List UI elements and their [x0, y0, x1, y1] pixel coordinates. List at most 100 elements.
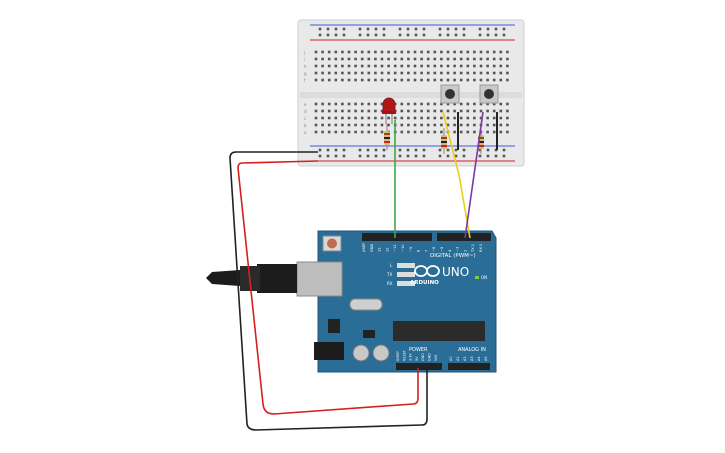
breadboard-hole[interactable] — [453, 116, 456, 120]
breadboard-hole[interactable] — [499, 102, 503, 106]
breadboard-hole[interactable] — [440, 50, 443, 54]
breadboard-hole[interactable] — [479, 71, 483, 75]
breadboard-hole[interactable] — [499, 116, 503, 120]
breadboard-hole[interactable] — [433, 50, 437, 54]
breadboard-hole[interactable] — [479, 102, 483, 106]
breadboard-hole[interactable] — [360, 116, 364, 120]
rail-hole[interactable] — [334, 27, 338, 31]
breadboard-hole[interactable] — [413, 71, 417, 75]
breadboard-hole[interactable] — [374, 102, 377, 106]
breadboard-hole[interactable] — [413, 109, 417, 113]
breadboard-hole[interactable] — [407, 102, 410, 106]
breadboard-hole[interactable] — [314, 50, 318, 54]
purple-wire[interactable] — [464, 111, 484, 239]
breadboard-hole[interactable] — [499, 71, 503, 75]
breadboard-hole[interactable] — [321, 78, 324, 82]
breadboard-hole[interactable] — [473, 57, 476, 61]
breadboard-hole[interactable] — [367, 64, 371, 68]
breadboard-hole[interactable] — [314, 109, 318, 113]
breadboard-hole[interactable] — [341, 109, 344, 113]
breadboard-hole[interactable] — [426, 57, 430, 61]
breadboard-hole[interactable] — [453, 109, 456, 113]
breadboard-hole[interactable] — [466, 57, 470, 61]
rail-hole[interactable] — [398, 33, 402, 37]
breadboard-hole[interactable] — [327, 109, 331, 113]
rail-hole[interactable] — [462, 27, 466, 31]
breadboard-hole[interactable] — [459, 50, 463, 54]
rail-hole[interactable] — [374, 27, 378, 31]
led[interactable] — [382, 97, 396, 124]
rail-hole[interactable] — [398, 27, 402, 31]
rail-hole[interactable] — [334, 33, 338, 37]
rail-hole[interactable] — [398, 148, 402, 152]
breadboard-hole[interactable] — [314, 64, 318, 68]
breadboard-hole[interactable] — [400, 123, 404, 127]
usb-cable[interactable] — [206, 261, 343, 297]
breadboard-hole[interactable] — [486, 123, 489, 127]
breadboard-hole[interactable] — [459, 57, 463, 61]
breadboard-hole[interactable] — [360, 130, 364, 134]
breadboard-hole[interactable] — [413, 116, 417, 120]
breadboard-hole[interactable] — [506, 116, 509, 120]
breadboard-hole[interactable] — [499, 64, 503, 68]
breadboard-hole[interactable] — [459, 64, 463, 68]
breadboard-hole[interactable] — [426, 109, 430, 113]
breadboard-hole[interactable] — [387, 116, 390, 120]
breadboard-hole[interactable] — [374, 50, 377, 54]
breadboard-hole[interactable] — [446, 78, 450, 82]
breadboard-hole[interactable] — [367, 57, 371, 61]
breadboard-hole[interactable] — [407, 130, 410, 134]
breadboard-hole[interactable] — [506, 130, 509, 134]
breadboard-hole[interactable] — [400, 78, 404, 82]
rail-hole[interactable] — [414, 154, 418, 158]
breadboard-hole[interactable] — [367, 78, 371, 82]
breadboard-hole[interactable] — [466, 50, 470, 54]
breadboard-hole[interactable] — [433, 71, 437, 75]
breadboard-hole[interactable] — [314, 78, 318, 82]
rail-hole[interactable] — [494, 27, 498, 31]
breadboard-hole[interactable] — [354, 50, 357, 54]
rail-hole[interactable] — [406, 33, 410, 37]
breadboard-hole[interactable] — [506, 50, 509, 54]
rail-hole[interactable] — [326, 33, 330, 37]
breadboard-hole[interactable] — [321, 71, 324, 75]
breadboard-hole[interactable] — [466, 123, 470, 127]
breadboard-hole[interactable] — [407, 78, 410, 82]
breadboard-hole[interactable] — [327, 102, 331, 106]
breadboard-hole[interactable] — [466, 102, 470, 106]
rail-hole[interactable] — [478, 33, 482, 37]
rail-hole[interactable] — [374, 154, 378, 158]
breadboard-hole[interactable] — [360, 109, 364, 113]
yellow-wire[interactable] — [442, 111, 471, 239]
breadboard-hole[interactable] — [407, 57, 410, 61]
breadboard-hole[interactable] — [486, 50, 489, 54]
rail-hole[interactable] — [382, 154, 386, 158]
breadboard-hole[interactable] — [446, 64, 450, 68]
breadboard-hole[interactable] — [499, 57, 503, 61]
rail-hole[interactable] — [462, 33, 466, 37]
breadboard-hole[interactable] — [327, 71, 331, 75]
breadboard-hole[interactable] — [459, 78, 463, 82]
breadboard-hole[interactable] — [446, 50, 450, 54]
breadboard-hole[interactable] — [413, 130, 417, 134]
dc-jack[interactable] — [314, 342, 344, 360]
breadboard-hole[interactable] — [354, 102, 357, 106]
breadboard-hole[interactable] — [314, 71, 318, 75]
breadboard-hole[interactable] — [453, 123, 456, 127]
breadboard-hole[interactable] — [407, 109, 410, 113]
breadboard-hole[interactable] — [459, 123, 463, 127]
rail-hole[interactable] — [406, 148, 410, 152]
breadboard-hole[interactable] — [433, 109, 437, 113]
rail-hole[interactable] — [326, 27, 330, 31]
breadboard-hole[interactable] — [420, 50, 423, 54]
breadboard-hole[interactable] — [374, 123, 377, 127]
breadboard-hole[interactable] — [354, 116, 357, 120]
rail-hole[interactable] — [486, 27, 490, 31]
rail-hole[interactable] — [398, 154, 402, 158]
breadboard-hole[interactable] — [473, 102, 476, 106]
breadboard-hole[interactable] — [473, 130, 476, 134]
black-wire[interactable] — [229, 151, 428, 431]
breadboard-hole[interactable] — [499, 78, 503, 82]
breadboard-hole[interactable] — [360, 102, 364, 106]
breadboard-hole[interactable] — [433, 130, 437, 134]
